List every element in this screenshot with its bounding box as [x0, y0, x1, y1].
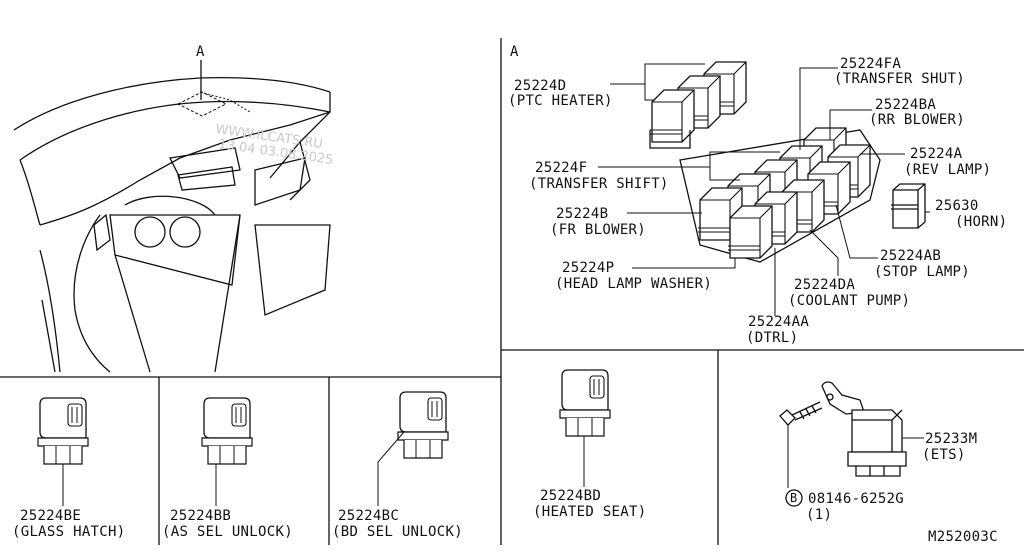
svg-text:(REV LAMP): (REV LAMP): [904, 162, 991, 178]
svg-text:B: B: [790, 491, 797, 505]
svg-text:25224BD: 25224BD: [540, 488, 601, 504]
callout-25224bc: 25224BC (BD SEL UNLOCK): [332, 508, 463, 540]
svg-text:25224BE: 25224BE: [20, 508, 81, 524]
svg-text:25224AB: 25224AB: [880, 248, 941, 264]
svg-text:25224AA: 25224AA: [748, 314, 809, 330]
callout-25224f: 25224F (TRANSFER SHIFT): [529, 160, 669, 192]
svg-text:25224BC: 25224BC: [338, 508, 399, 524]
svg-text:25224F: 25224F: [535, 160, 587, 176]
svg-text:25224FA: 25224FA: [840, 56, 901, 72]
svg-text:(BD SEL UNLOCK): (BD SEL UNLOCK): [332, 524, 463, 540]
callout-25224b: 25224B (FR BLOWER): [550, 206, 646, 238]
svg-text:(RR BLOWER): (RR BLOWER): [869, 112, 965, 128]
horn-relay: [891, 183, 926, 229]
svg-text:25630: 25630: [935, 198, 979, 214]
svg-text:(TRANSFER SHUT): (TRANSFER SHUT): [834, 71, 965, 87]
svg-text:25224BA: 25224BA: [875, 97, 936, 113]
svg-text:(FR BLOWER): (FR BLOWER): [550, 222, 646, 238]
callout-08146-6252g: B 08146-6252G (1): [785, 489, 904, 523]
leader-lines: [598, 63, 930, 316]
relay-25224bb: [201, 397, 253, 506]
callout-25224ab: 25224AB (STOP LAMP): [874, 248, 970, 280]
callout-25224bb: 25224BB (AS SEL UNLOCK): [162, 508, 293, 540]
svg-text:25224D: 25224D: [514, 78, 566, 94]
detail-ref-label: A: [510, 44, 519, 60]
view-ref-label: A: [196, 44, 205, 60]
svg-text:(PTC HEATER): (PTC HEATER): [508, 93, 613, 109]
relay-block: [679, 127, 881, 263]
callout-25233m: 25233M (ETS): [922, 431, 977, 463]
svg-text:(TRANSFER SHIFT): (TRANSFER SHIFT): [529, 176, 669, 192]
callout-25224aa: 25224AA (DTRL): [746, 314, 809, 346]
svg-text:(AS SEL UNLOCK): (AS SEL UNLOCK): [162, 524, 293, 540]
callout-25224d: 25224D (PTC HEATER): [508, 78, 613, 109]
callout-25224be: 25224BE (GLASS HATCH): [12, 508, 125, 540]
callout-25224ba: 25224BA (RR BLOWER): [869, 97, 965, 128]
svg-text:(ETS): (ETS): [922, 447, 966, 463]
relay-25233m: [821, 381, 924, 477]
svg-text:(DTRL): (DTRL): [746, 330, 798, 346]
svg-text:25224BB: 25224BB: [170, 508, 231, 524]
svg-text:(HORN): (HORN): [955, 214, 1007, 230]
callout-25224fa: 25224FA (TRANSFER SHUT): [834, 56, 965, 87]
callout-25224a: 25224A (REV LAMP): [904, 146, 991, 178]
relay-group-ptc-heater: [649, 61, 747, 149]
svg-text:(COOLANT PUMP): (COOLANT PUMP): [788, 293, 910, 309]
svg-text:25224B: 25224B: [556, 206, 608, 222]
svg-text:(STOP LAMP): (STOP LAMP): [874, 264, 970, 280]
svg-text:25233M: 25233M: [925, 431, 977, 447]
svg-text:(HEATED SEAT): (HEATED SEAT): [533, 504, 646, 520]
callout-25630: 25630 (HORN): [935, 198, 1007, 230]
svg-text:(1): (1): [806, 507, 832, 523]
callout-25224p: 25224P (HEAD LAMP WASHER): [555, 260, 712, 292]
panel-frame: [0, 38, 1024, 545]
svg-text:25224P: 25224P: [562, 260, 614, 276]
callout-25224bd: 25224BD (HEATED SEAT): [533, 488, 646, 520]
relay-25224bc: [377, 391, 449, 506]
relay-25224be: [37, 397, 89, 506]
svg-text:25224A: 25224A: [910, 146, 963, 162]
svg-text:(GLASS HATCH): (GLASS HATCH): [12, 524, 125, 540]
svg-text:25224DA: 25224DA: [794, 277, 855, 293]
bolt-08146-6252g: [779, 401, 823, 488]
svg-text:08146-6252G: 08146-6252G: [808, 491, 904, 507]
svg-text:(HEAD LAMP WASHER): (HEAD LAMP WASHER): [555, 276, 712, 292]
dashboard-illustration: [13, 60, 331, 373]
callout-25224da: 25224DA (COOLANT PUMP): [788, 277, 910, 309]
diagram-code: M252003C: [928, 529, 998, 545]
relay-25224bd: [559, 369, 611, 487]
marker-b-icon: [785, 489, 803, 507]
